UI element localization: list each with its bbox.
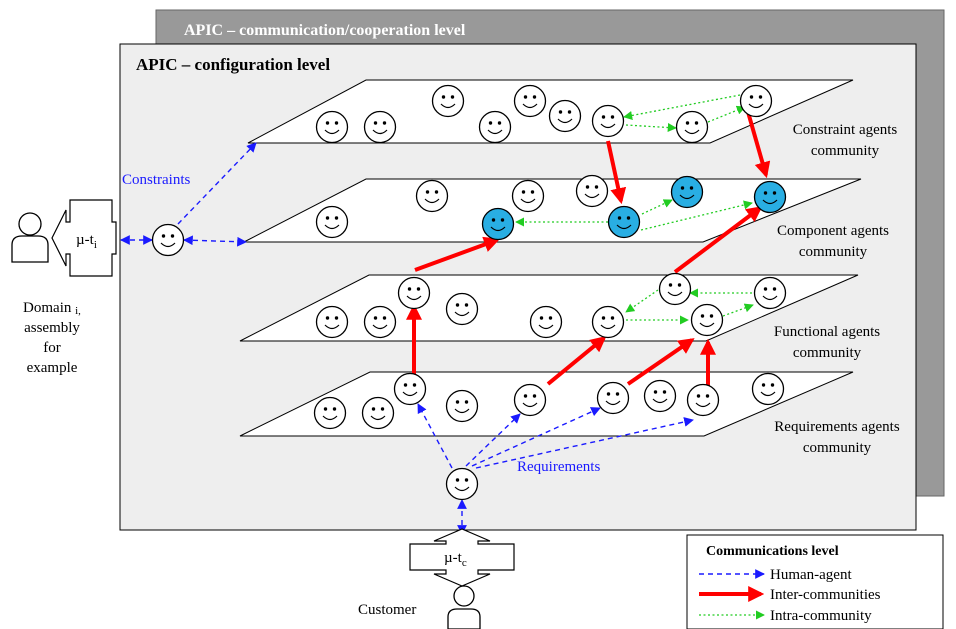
domain-caption-3: for — [43, 340, 61, 356]
human-agent-link — [471, 407, 601, 467]
customer-interface-label: µ-tc — [444, 550, 467, 569]
intra-community-link — [641, 199, 673, 215]
inter-community-link — [546, 335, 607, 386]
inter-community-link — [673, 206, 763, 274]
domain-actor: µ-ti Domain i, assembly for example — [11, 199, 117, 376]
agent-smiley-icon — [445, 467, 479, 501]
agent-smiley-icon — [739, 84, 773, 118]
functional-community-label: Functional agents — [774, 324, 880, 340]
functional-community-label-2: community — [793, 345, 862, 361]
legend: Communications level Human-agent Inter-c… — [686, 534, 944, 629]
agent-smiley-icon — [607, 205, 641, 239]
agent-smiley-icon — [315, 205, 349, 239]
agent-smiley-icon — [363, 305, 397, 339]
legend-label-inter-communities: Inter-communities — [770, 587, 881, 603]
legend-label-intra-community: Intra-community — [770, 608, 872, 624]
human-agent-link — [183, 235, 247, 247]
agent-smiley-icon — [313, 396, 347, 430]
intra-community-link — [625, 122, 677, 133]
agent-smiley-icon — [511, 179, 545, 213]
agent-smiley-icon — [548, 99, 582, 133]
intra-community-links — [515, 94, 754, 325]
agent-smiley-icon — [151, 223, 185, 257]
customer-caption: Customer — [358, 602, 416, 618]
domain-interface-label: µ-ti — [76, 232, 97, 251]
agent-smiley-icon — [596, 381, 630, 415]
component-community-plane — [243, 178, 862, 243]
communication-level-title: APIC – communication/cooperation level — [184, 22, 466, 39]
legend-box — [686, 534, 944, 629]
agent-smiley-icon — [591, 104, 625, 138]
agent-smiley-icon — [445, 389, 479, 423]
agent-smiley-icon — [690, 303, 724, 337]
person-icon — [447, 585, 481, 629]
person-icon — [11, 212, 49, 263]
agent-smiley-icon — [513, 84, 547, 118]
domain-caption-4: example — [27, 360, 78, 376]
domain-interface-arrow — [51, 199, 117, 277]
agent-smiley-icon — [397, 276, 431, 310]
inter-community-link — [626, 338, 695, 386]
customer-actor: µ-tc Customer — [358, 528, 515, 629]
inter-community-links — [406, 111, 771, 386]
legend-label-human-agent: Human-agent — [770, 567, 852, 583]
inter-community-link — [606, 140, 627, 205]
agent-smiley-icon — [675, 110, 709, 144]
agent-smiley-icon — [315, 110, 349, 144]
component-community-label: Component agents — [777, 223, 889, 239]
agent-smiley-icon — [361, 396, 395, 430]
agent-smiley-icon — [445, 292, 479, 326]
intra-community-link — [640, 200, 753, 231]
requirements-community-label-2: community — [803, 440, 872, 456]
intra-community-link — [625, 289, 659, 313]
intra-community-link — [707, 105, 746, 123]
component-community-label-2: community — [799, 244, 868, 260]
agents — [151, 84, 787, 501]
agent-smiley-icon — [415, 179, 449, 213]
inter-community-link — [414, 236, 501, 272]
agent-smiley-icon — [753, 276, 787, 310]
human-agent-link — [417, 403, 453, 469]
agent-smiley-icon — [751, 372, 785, 406]
intra-community-link — [722, 303, 754, 317]
constraint-community-label-2: community — [811, 143, 880, 159]
agent-smiley-icon — [753, 180, 787, 214]
agent-smiley-icon — [658, 272, 692, 306]
domain-caption: Domain i, — [23, 300, 81, 317]
requirements-community-label: Requirements agents — [774, 419, 900, 435]
human-agent-links — [120, 142, 694, 535]
legend-title: Communications level — [706, 544, 839, 559]
constraints-flow-label: Constraints — [122, 172, 190, 188]
configuration-level-title: APIC – configuration level — [136, 55, 330, 74]
agent-smiley-icon — [686, 383, 720, 417]
agent-smiley-icon — [670, 175, 704, 209]
inter-community-link — [746, 111, 771, 179]
agent-smiley-icon — [591, 305, 625, 339]
agent-smiley-icon — [529, 305, 563, 339]
agent-smiley-icon — [431, 84, 465, 118]
intra-community-link — [623, 94, 741, 120]
agent-smiley-icon — [478, 110, 512, 144]
requirements-flow-label: Requirements — [517, 459, 600, 475]
agent-smiley-icon — [481, 207, 515, 241]
agent-smiley-icon — [363, 110, 397, 144]
agent-smiley-icon — [575, 174, 609, 208]
human-agent-link — [475, 417, 694, 469]
agent-smiley-icon — [643, 379, 677, 413]
human-agent-link — [465, 413, 521, 467]
human-agent-link — [177, 142, 257, 225]
agent-smiley-icon — [513, 383, 547, 417]
agent-smiley-icon — [315, 305, 349, 339]
domain-caption-2: assembly — [24, 320, 80, 336]
constraint-community-label: Constraint agents — [793, 122, 898, 138]
agent-smiley-icon — [393, 372, 427, 406]
